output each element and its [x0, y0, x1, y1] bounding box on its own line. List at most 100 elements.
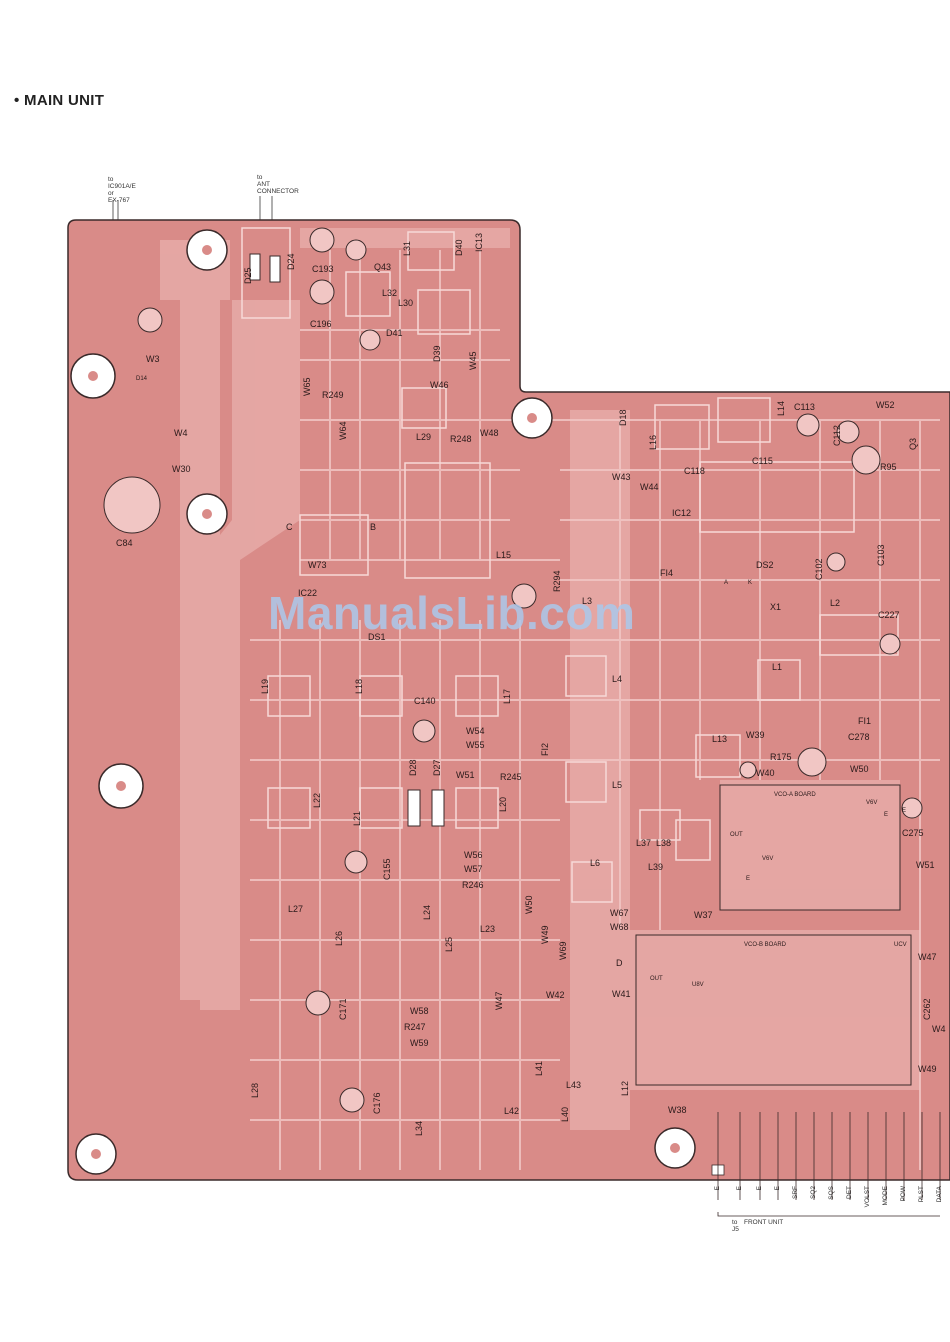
label-c100: C103: [876, 544, 886, 566]
label-c111: W50: [850, 764, 869, 774]
pin-label: E: [714, 1186, 721, 1191]
label-c6: D25: [243, 267, 253, 284]
label-c98: K: [748, 580, 752, 586]
label-c72: W47: [494, 991, 504, 1010]
label-c76: L41: [534, 1061, 544, 1076]
label-c56: L26: [334, 931, 344, 946]
label-c28: W73: [308, 560, 327, 570]
copper-traces: [250, 250, 940, 1170]
pin-label: PLST: [918, 1186, 925, 1203]
label-c114: V6V: [762, 856, 773, 862]
label-c67: W41: [612, 989, 631, 999]
label-c51: W56: [464, 850, 483, 860]
label-c50: C155: [382, 858, 392, 880]
label-c55: L27: [288, 904, 303, 914]
label-c129: E: [902, 808, 906, 814]
label-c110: C278: [848, 732, 870, 742]
label-c120: W37: [694, 910, 713, 920]
watermark-text: ManualsLib.com: [268, 587, 636, 639]
label-c78: L43: [566, 1080, 581, 1090]
label-c5: C84: [116, 538, 133, 548]
label-c99: C102: [814, 558, 824, 580]
pin-label: SQ2: [810, 1186, 817, 1200]
label-c85: W44: [640, 482, 659, 492]
label-c53: R246: [462, 880, 484, 890]
label-c96: DS2: [756, 560, 774, 570]
label-c128: W49: [918, 1064, 937, 1074]
label-c125: UCV: [894, 942, 907, 948]
label-c102: L2: [830, 598, 840, 608]
label-c75: L34: [414, 1121, 424, 1136]
label-c19: D39: [432, 345, 442, 362]
label-c25: W48: [480, 428, 499, 438]
label-c14: L32: [382, 288, 397, 298]
label-c18: R249: [322, 390, 344, 400]
label-c80: L12: [620, 1081, 630, 1096]
label-c70: R247: [404, 1022, 426, 1032]
label-c122: VCO-B BOARD: [744, 942, 787, 948]
label-c61: W49: [540, 925, 550, 944]
label-c97: A: [724, 580, 728, 586]
label-c48: L21: [352, 811, 362, 826]
label-c57: L24: [422, 905, 432, 920]
label-c130: V6V: [866, 800, 877, 806]
pin-label: E: [774, 1186, 781, 1191]
label-c77: L42: [504, 1106, 519, 1116]
label-c35: L18: [354, 679, 364, 694]
label-c31: R294: [552, 570, 562, 592]
pin-label: E: [756, 1186, 763, 1191]
label-c4: W30: [172, 464, 191, 474]
label-c64: W68: [610, 922, 629, 932]
label-c101: X1: [770, 602, 781, 612]
label-c94: IC12: [672, 508, 691, 518]
label-c123: OUT: [650, 976, 663, 982]
label-c63: W67: [610, 908, 629, 918]
label-c37: L17: [502, 689, 512, 704]
mounting-holes: [70, 229, 696, 1175]
label-c17: W65: [302, 377, 312, 396]
label-c47: L22: [312, 793, 322, 808]
label-c90: C112: [832, 425, 842, 446]
label-c115: E: [746, 876, 750, 882]
label-c1: W3: [146, 354, 160, 364]
label-c7: D24: [286, 253, 296, 270]
label-c11: D40: [454, 239, 464, 256]
label-c12: IC13: [474, 233, 484, 252]
label-c68: C171: [338, 998, 348, 1020]
label-c27: B: [370, 522, 376, 532]
label-c3: W4: [174, 428, 188, 438]
label-c69: W58: [410, 1006, 429, 1016]
label-c126: W47: [918, 952, 937, 962]
label-c83: L16: [648, 435, 658, 450]
label-c89: C115: [752, 456, 773, 466]
reference-labels: W3 D14 W4 W30 C84 D25 D24 C193 Q43 L31 D…: [116, 233, 946, 1136]
front-unit-label: FRONT UNIT: [744, 1219, 784, 1226]
pin-label: VOLST: [864, 1186, 871, 1208]
page-title: • MAIN UNIT: [14, 92, 105, 109]
label-c66: W42: [546, 990, 565, 1000]
label-c24: R248: [450, 434, 472, 444]
label-c95: FI4: [660, 568, 673, 578]
label-c71: W59: [410, 1038, 429, 1048]
label-c30: IC22: [298, 588, 317, 598]
label-c82: D18: [618, 409, 628, 426]
label-c29: L15: [496, 550, 511, 560]
label-c22: W64: [338, 421, 348, 440]
label-c26: C: [286, 522, 293, 532]
pin-label: DET: [846, 1186, 853, 1199]
antenna-connection-note: to ANT CONNECTOR: [257, 174, 299, 195]
label-c36: C140: [414, 696, 436, 706]
label-c116: C275: [902, 828, 924, 838]
label-c38: L4: [612, 674, 622, 684]
label-c39: W54: [466, 726, 485, 736]
label-c104: L1: [772, 662, 782, 672]
front-unit-connector: [711, 1112, 941, 1217]
label-c34: L19: [260, 679, 270, 694]
label-c23: L29: [416, 432, 431, 442]
label-c131: E: [884, 812, 888, 818]
label-c42: D27: [432, 759, 442, 776]
pin-label: SQS: [828, 1186, 835, 1200]
label-c81: W38: [668, 1105, 687, 1115]
label-c119: L39: [648, 862, 663, 872]
